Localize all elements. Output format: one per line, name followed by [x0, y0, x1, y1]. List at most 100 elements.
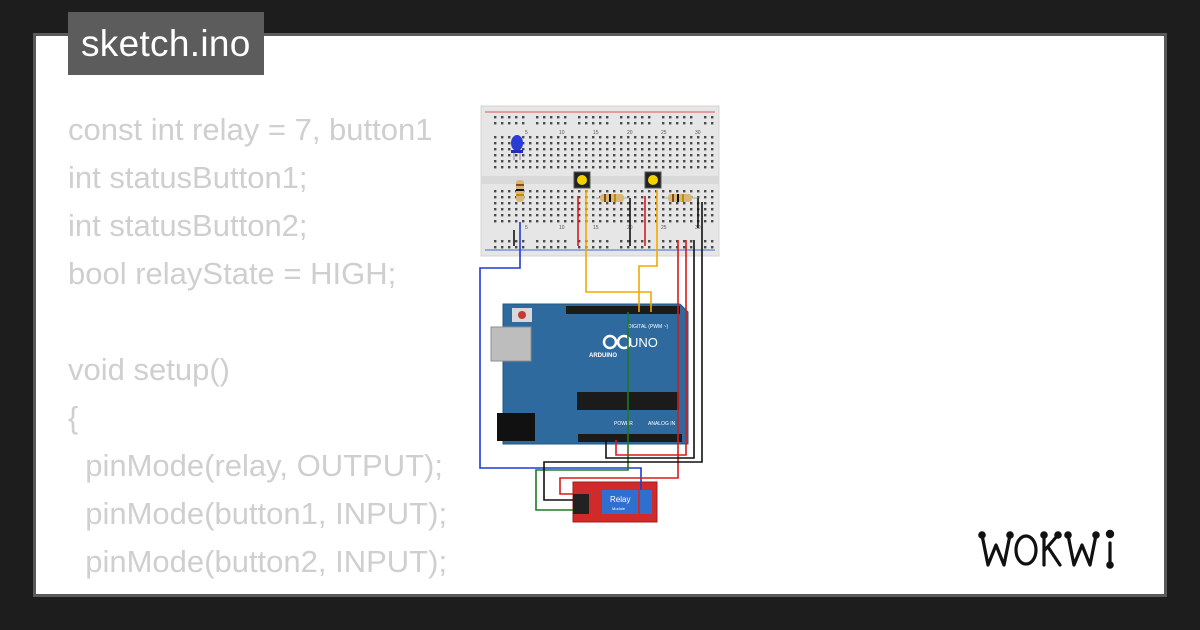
breadboard-hole: [711, 160, 714, 163]
breadboard-hole: [704, 220, 707, 223]
breadboard-hole: [578, 202, 581, 205]
breadboard-hole: [494, 148, 497, 151]
wire-blue: [479, 222, 642, 490]
breadboard-hole: [543, 214, 546, 217]
relay-module[interactable]: Relay Module: [572, 481, 658, 523]
arduino-digital-label: DIGITAL (PWM ~): [628, 324, 668, 330]
breadboard-hole: [606, 142, 609, 145]
breadboard-hole: [571, 208, 574, 211]
wokwi-logo[interactable]: [978, 525, 1150, 575]
breadboard-hole: [508, 160, 511, 163]
breadboard-hole: [683, 122, 686, 125]
breadboard-hole: [592, 136, 595, 139]
breadboard-hole: [662, 148, 665, 151]
breadboard-hole: [599, 214, 602, 217]
breadboard-hole: [557, 116, 560, 119]
breadboard-hole: [683, 240, 686, 243]
breadboard-hole: [585, 166, 588, 169]
breadboard-hole: [620, 166, 623, 169]
breadboard-hole: [627, 160, 630, 163]
breadboard-hole: [627, 148, 630, 151]
breadboard-hole: [508, 220, 511, 223]
led-blue[interactable]: [511, 135, 523, 160]
breadboard-hole: [648, 122, 651, 125]
breadboard-hole: [641, 190, 644, 193]
breadboard-hole: [662, 136, 665, 139]
resistor-led[interactable]: [516, 180, 524, 202]
breadboard-hole: [641, 208, 644, 211]
breadboard-hole: [599, 116, 602, 119]
breadboard-hole: [501, 122, 504, 125]
breadboard-hole: [592, 240, 595, 243]
breadboard-hole: [508, 166, 511, 169]
breadboard-hole: [641, 220, 644, 223]
breadboard-hole: [578, 214, 581, 217]
breadboard-hole: [627, 190, 630, 193]
breadboard-hole: [662, 122, 665, 125]
breadboard-hole: [557, 136, 560, 139]
breadboard-hole: [634, 136, 637, 139]
breadboard-hole: [676, 142, 679, 145]
breadboard-hole: [648, 214, 651, 217]
breadboard-hole: [606, 220, 609, 223]
wire-green: [535, 312, 629, 511]
relay-label: Relay: [610, 495, 630, 504]
breadboard-hole: [564, 214, 567, 217]
breadboard-hole: [557, 142, 560, 145]
breadboard-hole: [627, 196, 630, 199]
wire-black-relay: [543, 202, 703, 501]
breadboard-hole: [669, 240, 672, 243]
breadboard-hole: [648, 166, 651, 169]
breadboard-hole: [529, 142, 532, 145]
breadboard-hole: [543, 122, 546, 125]
breadboard-hole: [641, 240, 644, 243]
relay-sublabel: Module: [612, 506, 626, 511]
code-line: pinMode(button1, INPUT);: [68, 496, 448, 531]
breadboard-hole: [515, 214, 518, 217]
breadboard-hole: [578, 136, 581, 139]
resistor-button-2[interactable]: [664, 194, 698, 202]
breadboard-column-number: 10: [559, 225, 565, 231]
arduino-uno[interactable]: UNO ARDUINO DIGITAL (PWM ~) POWER ANALOG…: [490, 303, 689, 445]
breadboard-hole: [550, 190, 553, 193]
breadboard-hole: [522, 202, 525, 205]
breadboard-hole: [543, 190, 546, 193]
file-tab[interactable]: sketch.ino: [68, 12, 264, 75]
pushbutton-2[interactable]: [644, 171, 662, 189]
breadboard-hole: [585, 116, 588, 119]
breadboard-hole: [571, 160, 574, 163]
breadboard-hole: [634, 166, 637, 169]
breadboard-hole: [522, 246, 525, 249]
resistor-button-1[interactable]: [596, 194, 630, 202]
pushbutton-1[interactable]: [573, 171, 591, 189]
breadboard-hole: [508, 240, 511, 243]
breadboard-hole: [648, 148, 651, 151]
breadboard-hole: [557, 240, 560, 243]
breadboard-hole: [648, 240, 651, 243]
breadboard-hole: [592, 166, 595, 169]
breadboard-hole: [522, 154, 525, 157]
breadboard-hole: [620, 136, 623, 139]
breadboard-hole: [501, 240, 504, 243]
breadboard-hole: [501, 208, 504, 211]
breadboard-hole: [704, 166, 707, 169]
breadboard-column-number: 10: [559, 130, 565, 136]
breadboard-hole: [606, 190, 609, 193]
breadboard-hole: [508, 148, 511, 151]
breadboard-hole: [662, 154, 665, 157]
breadboard-hole: [529, 208, 532, 211]
code-line: pinMode(button2, INPUT);: [68, 544, 448, 579]
breadboard-hole: [613, 202, 616, 205]
breadboard-hole: [606, 240, 609, 243]
wire-black-gnd: [605, 240, 695, 459]
breadboard-hole: [599, 142, 602, 145]
breadboard-hole: [522, 142, 525, 145]
breadboard-hole: [690, 208, 693, 211]
breadboard-hole: [529, 154, 532, 157]
wire-yellow-2: [638, 190, 658, 312]
breadboard-hole: [585, 122, 588, 125]
breadboard-hole: [536, 202, 539, 205]
breadboard-hole: [676, 214, 679, 217]
